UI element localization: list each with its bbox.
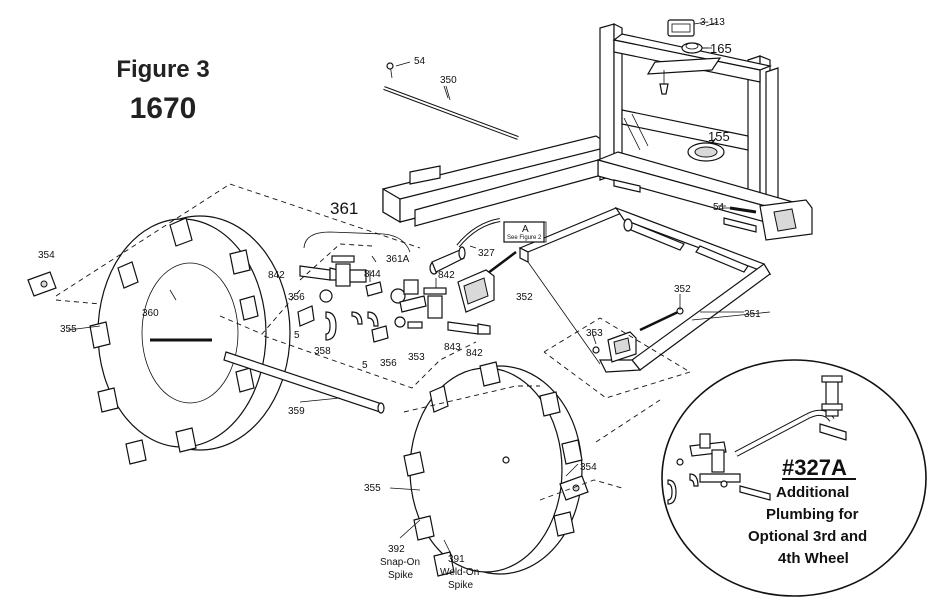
inset-line-2: Plumbing for [766,506,859,523]
callout-5-mid: 5 [362,360,368,371]
callout-54-top: 54 [414,56,426,67]
right-wheel-355 [403,361,583,577]
callout-842-mid: 842 [438,270,455,281]
callout-355-left: 355 [60,324,77,335]
inset-title: #327A [782,455,847,480]
callout-353-right: 353 [586,328,603,339]
cap-354-left [27,271,57,297]
decal-3-113 [667,19,707,37]
callout-359: 359 [288,406,305,417]
callout-391-label-2: Spike [448,580,473,591]
callout-843: 843 [444,342,461,353]
axle-359 [223,351,385,414]
inset-line-3: Optional 3rd and [748,528,867,545]
callout-360: 360 [142,308,159,319]
figure-model-number: 1670 [129,92,197,125]
callout-356-mid: 356 [380,358,397,369]
callout-391: 391 [448,554,465,565]
plumbing-assembly-361 [299,218,545,335]
cap-165 [681,42,708,54]
callout-5-left: 5 [294,330,300,341]
callout-392: 392 [388,544,405,555]
callout-391-label-1: Weld-On [440,567,479,578]
assembly-leader-lines [55,183,691,501]
inset-327a: #327A Additional Plumbing for Optional 3… [661,359,927,597]
figure-title: Figure 3 [116,56,210,83]
rod-350 [383,85,519,140]
callout-842-low: 842 [466,348,483,359]
callout-354-right: 354 [580,462,597,473]
reference-a-box [503,221,547,243]
label-155 [687,137,725,162]
left-wheel-355 [89,215,291,465]
callout-844: 844 [364,269,381,280]
callout-165: 165 [710,41,732,56]
bracket-353-right [592,331,637,363]
callout-54-right: 54 [713,202,725,213]
callout-392-label-1: Snap-On [380,557,420,568]
reference-a-note: See Figure 2 [507,235,542,241]
callout-356-left: 356 [288,292,305,303]
callout-350: 350 [440,75,457,86]
callout-leaders [67,21,771,557]
callout-392-label-2: Spike [388,570,413,581]
callout-155: 155 [708,129,730,144]
clamp-356-358 [297,289,423,343]
wheel-frame-351 [518,206,772,373]
callout-353-mid: 353 [408,352,425,363]
callout-358: 358 [314,346,331,357]
callout-361: 361 [330,199,358,218]
inset-line-1: Additional [776,484,849,501]
callout-327: 327 [478,248,495,259]
callout-361a: 361A [386,254,410,265]
bolt-54-right [718,205,757,214]
callout-354-left: 354 [38,250,55,261]
callout-351: 351 [744,309,761,320]
hitch-pin-54 [386,61,411,79]
callout-labels: 3-113 165 155 54 350 54 361 361A 327 A S… [38,17,761,591]
callout-3-113: 3-113 [700,17,725,28]
callout-355-right: 355 [364,483,381,494]
callout-352-right: 352 [674,284,691,295]
inset-line-4: 4th Wheel [778,550,849,567]
reference-a: A [522,224,529,235]
callout-842-left: 842 [268,270,285,281]
main-frame [382,23,813,241]
cap-354-right [559,475,589,501]
bolt-352-right [639,307,684,332]
callout-352-mid: 352 [516,292,533,303]
